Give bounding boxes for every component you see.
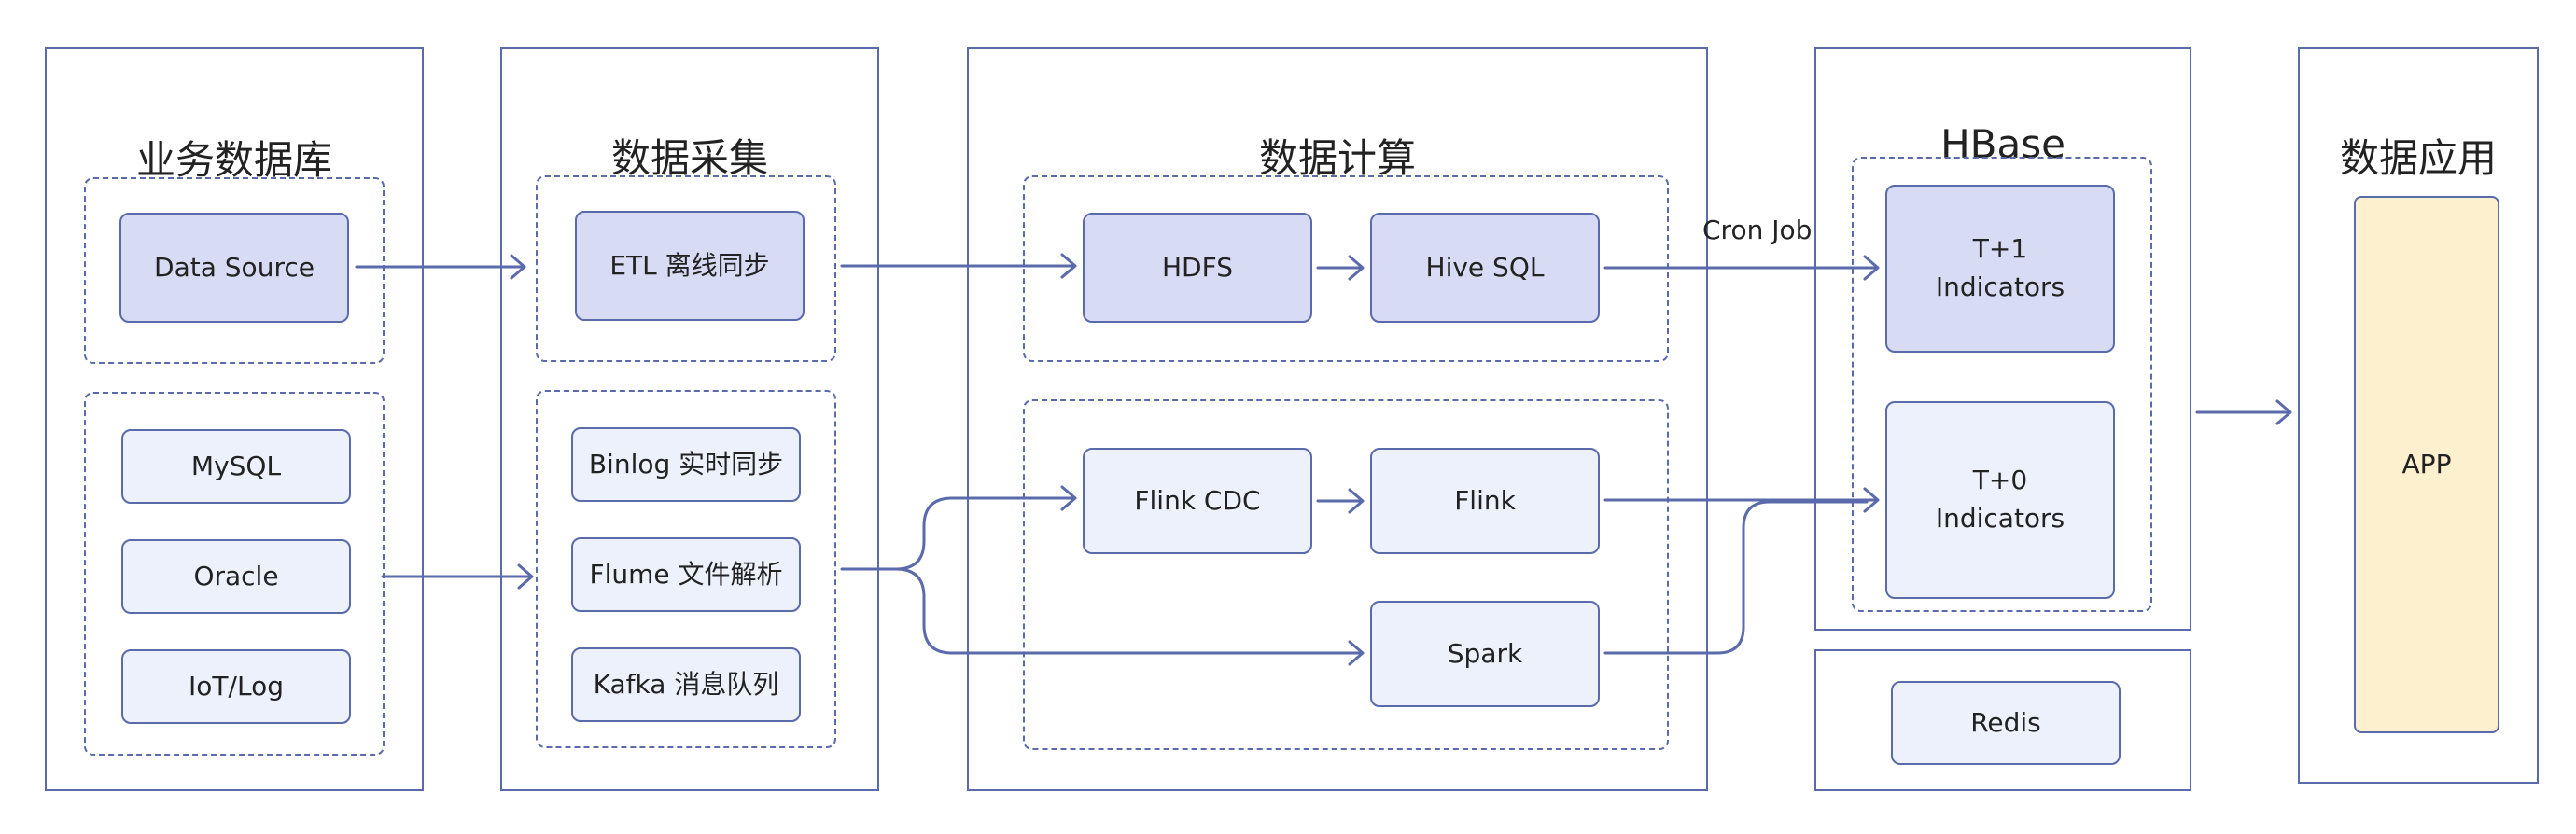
arrowhead-app <box>2275 399 2292 425</box>
hive-sql-node[interactable]: Hive SQL <box>1370 213 1600 323</box>
database-group <box>84 392 385 756</box>
compute-title: 数据计算 <box>1258 135 1416 181</box>
indicators-group <box>1852 157 2152 612</box>
arrowhead-flume <box>517 563 534 590</box>
data-source-node[interactable]: Data Source <box>119 213 349 323</box>
oracle-node[interactable]: Oracle <box>121 539 351 614</box>
t1-indicators-node[interactable]: T+1 Indicators <box>1885 185 2115 353</box>
arrowhead-spark <box>1348 640 1365 666</box>
arrowhead-etl <box>510 254 526 280</box>
offline-collect-group <box>536 175 836 362</box>
hbase-title: HBase <box>1940 121 2065 167</box>
edge-spark-to-t0 <box>1603 500 1869 655</box>
arrowhead-hdfs <box>1060 253 1077 279</box>
binlog-node[interactable]: Binlog 实时同步 <box>571 427 801 502</box>
source-group <box>84 177 385 364</box>
collection-title: 数据采集 <box>610 135 768 181</box>
spark-node[interactable]: Spark <box>1370 601 1600 707</box>
kafka-node[interactable]: Kafka 消息队列 <box>571 647 801 722</box>
redis-node[interactable]: Redis <box>1891 681 2121 765</box>
arrowhead-hive <box>1348 255 1365 281</box>
business-db-title: 业务数据库 <box>135 137 332 183</box>
edge-flume-to-spark <box>894 567 1363 655</box>
application-title: 数据应用 <box>2339 135 2497 181</box>
arrowhead-t0 <box>1863 487 1880 513</box>
t0-indicators-node[interactable]: T+0 Indicators <box>1885 401 2115 599</box>
flink-node[interactable]: Flink <box>1370 448 1600 554</box>
realtime-collect-group <box>536 390 836 748</box>
arrowhead-t1 <box>1863 255 1880 281</box>
realtime-compute-group <box>1023 399 1669 750</box>
etl-node[interactable]: ETL 离线同步 <box>575 211 805 321</box>
mysql-node[interactable]: MySQL <box>121 429 351 504</box>
flink-cdc-node[interactable]: Flink CDC <box>1083 448 1312 554</box>
app-node[interactable]: APP <box>2354 196 2499 733</box>
flume-node[interactable]: Flume 文件解析 <box>571 537 801 612</box>
iot-log-node[interactable]: IoT/Log <box>121 649 351 724</box>
arrowhead-flink <box>1348 488 1365 514</box>
cron-job-label: Cron Job <box>1702 215 1813 245</box>
arrowhead-flink-cdc <box>1060 485 1077 511</box>
hdfs-node[interactable]: HDFS <box>1083 213 1312 323</box>
edge-flume-branch <box>840 496 1075 571</box>
